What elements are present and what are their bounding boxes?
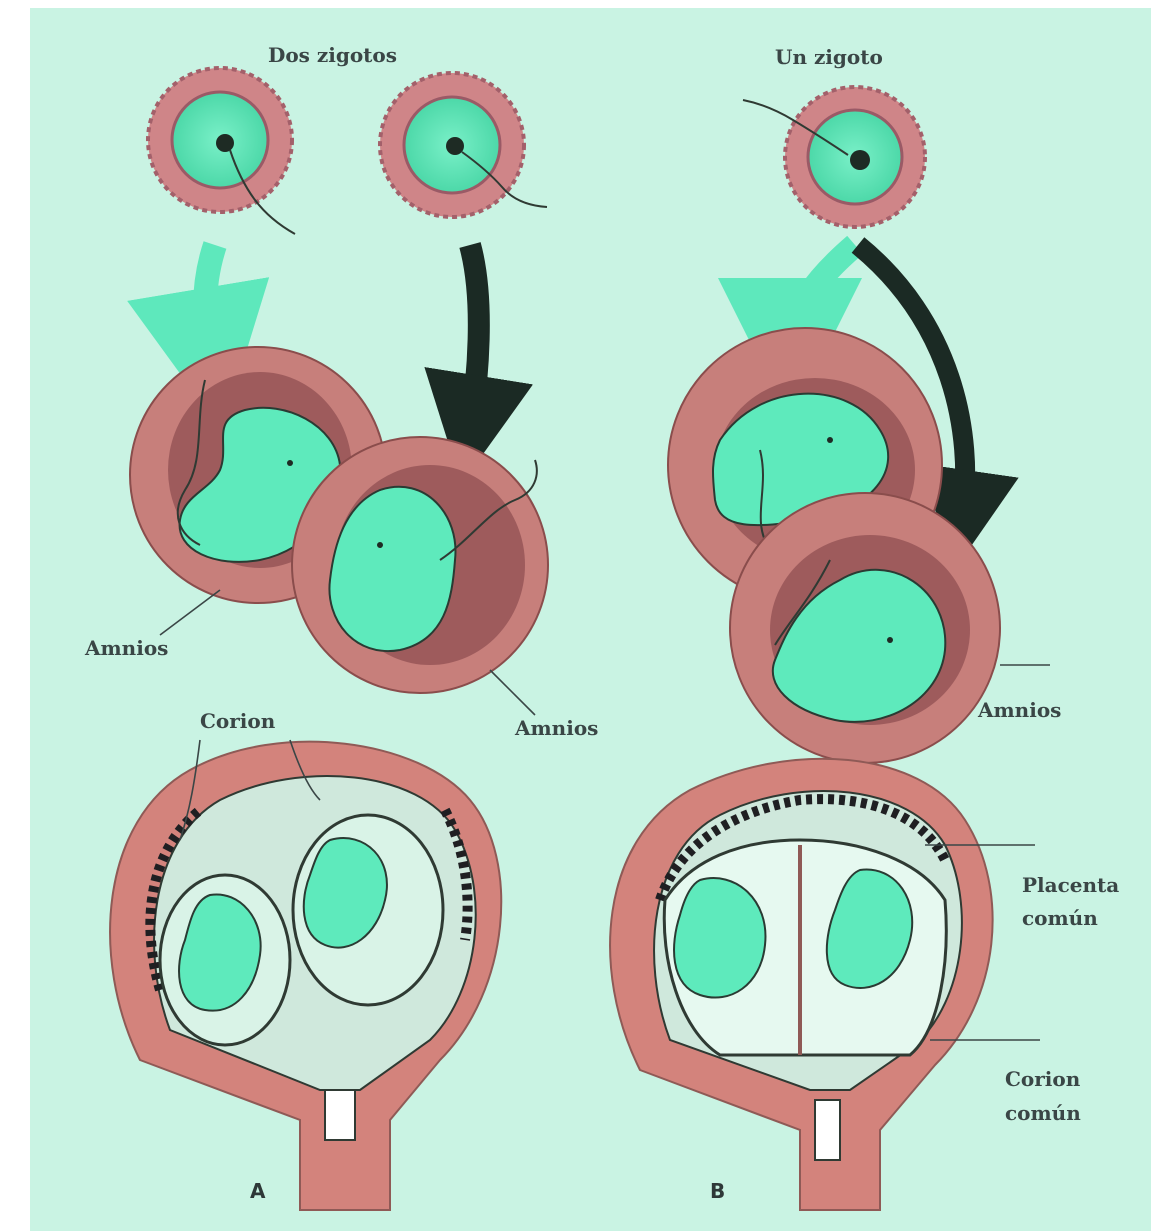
label-corion-comun-line2: común (1005, 1101, 1081, 1125)
label-amnios-left-b: Amnios (514, 716, 598, 740)
arrow-icon (205, 245, 215, 360)
embryo-icon (674, 878, 765, 997)
arrow-icon (470, 245, 479, 430)
label-corion-comun-line1: Corion (1005, 1067, 1081, 1091)
label-placenta-line1: Placenta (1022, 873, 1119, 897)
panel-label-a: A (250, 1179, 266, 1203)
label-amnios-right: Amnios (977, 698, 1061, 722)
title-un-zigoto: Un zigoto (775, 45, 883, 69)
label-amnios-left-a: Amnios (84, 636, 168, 660)
amniotic-sac-right-b (730, 493, 1000, 763)
label-placenta-line2: común (1022, 906, 1098, 930)
label-corion: Corion (200, 709, 276, 733)
amniotic-sac-left-b (292, 437, 548, 693)
panel-label-b: B (710, 1179, 725, 1203)
title-dos-zigotos: Dos zigotos (268, 43, 397, 67)
